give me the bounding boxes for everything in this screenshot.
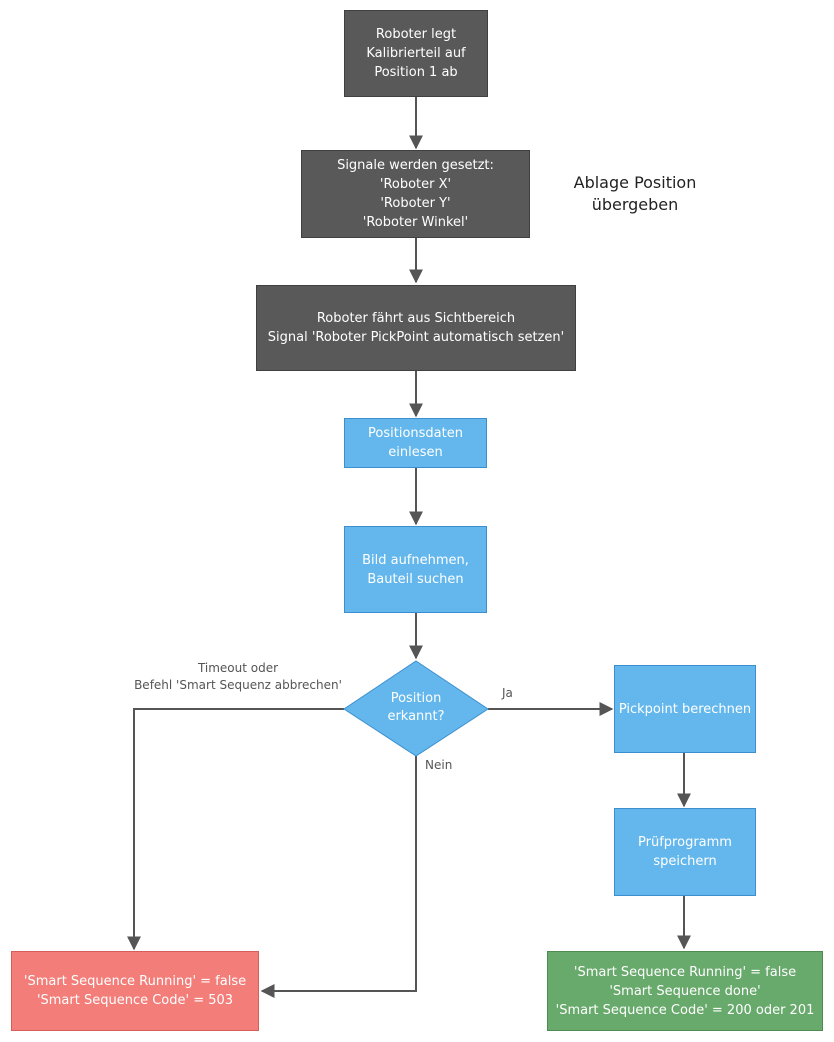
step-pruefprogramm-speichern: Prüfprogramm speichern <box>614 808 756 896</box>
step-line: 'Roboter Winkel' <box>362 215 469 230</box>
side-note-ablage-position: Ablage Position übergeben <box>560 172 710 216</box>
step-bild-aufnehmen: Bild aufnehmen, Bauteil suchen <box>344 526 487 613</box>
step-roboter-faehrt-aus-sichtbereich: Roboter fährt aus Sichtbereich Signal 'R… <box>256 285 576 371</box>
step-line: Signale werden gesetzt: <box>337 158 494 173</box>
step-line: Bauteil suchen <box>367 571 464 587</box>
decision-line: erkannt? <box>387 709 445 724</box>
decision-line: Position <box>390 691 442 706</box>
decision-label: Position erkannt? <box>366 690 466 726</box>
step-line: Prüfprogramm <box>638 835 732 850</box>
decision-diamond <box>343 660 489 757</box>
step-line: Roboter legt <box>375 27 457 42</box>
step-positionsdaten-einlesen: Positionsdaten einlesen <box>344 418 487 468</box>
edge-label-timeout: Timeout oder Befehl 'Smart Sequenz abbre… <box>108 660 368 694</box>
result-line: 'Smart Sequence Running' = false <box>573 964 797 980</box>
edge-decision-fail-timeout <box>127 708 344 951</box>
step-line: speichern <box>653 854 717 869</box>
edge-label-nein: Nein <box>425 758 453 772</box>
step-line: Bild aufnehmen, <box>362 552 469 568</box>
step-line: Roboter fährt aus Sichtbereich <box>316 311 516 326</box>
step-pickpoint-berechnen: Pickpoint berechnen <box>614 665 756 753</box>
side-note-line: übergeben <box>591 195 679 214</box>
result-fail: 'Smart Sequence Running' = false 'Smart … <box>11 951 259 1031</box>
edge-label-ja: Ja <box>502 686 513 700</box>
step-line: Signal 'Roboter PickPoint automatisch se… <box>267 330 565 345</box>
step-signale-gesetzt: Signale werden gesetzt: 'Roboter X' 'Rob… <box>301 150 530 238</box>
step-line: Pickpoint berechnen <box>618 701 752 717</box>
result-line: 'Smart Sequence Code' = 200 oder 201 <box>555 1002 815 1018</box>
edge-decision-fail-nein <box>260 756 417 998</box>
step-line: Positionsdaten <box>368 426 463 441</box>
result-line: 'Smart Sequence Code' = 503 <box>36 993 234 1008</box>
result-line: 'Smart Sequence done' <box>609 983 761 999</box>
result-line: 'Smart Sequence Running' = false <box>23 974 247 989</box>
step-line: Position 1 ab <box>374 65 458 80</box>
step-line: Kalibrierteil auf <box>366 46 466 61</box>
side-note-line: Ablage Position <box>573 173 697 192</box>
step-line: 'Roboter X' <box>379 177 452 192</box>
edge-label-line: Befehl 'Smart Sequenz abbrechen' <box>134 678 342 692</box>
step-line: 'Roboter Y' <box>380 196 451 211</box>
step-line: einlesen <box>388 445 443 460</box>
result-success: 'Smart Sequence Running' = false 'Smart … <box>547 951 823 1031</box>
edge-label-line: Timeout oder <box>197 661 279 675</box>
step-roboter-legt-kalibrierteil: Roboter legt Kalibrierteil auf Position … <box>344 10 488 97</box>
